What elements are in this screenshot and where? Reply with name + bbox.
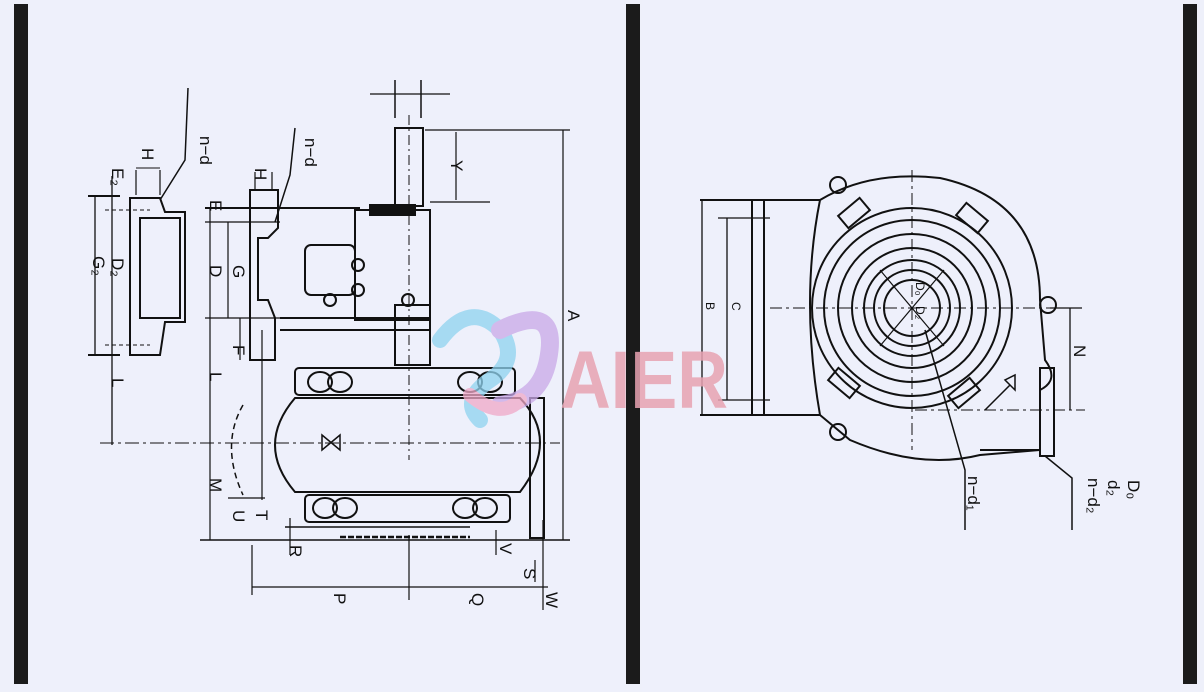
label-H-mid: H: [251, 168, 270, 180]
pump-drum: [274, 397, 541, 493]
label-D0-right: D₀: [1124, 480, 1143, 499]
label-P: P: [330, 593, 349, 604]
label-S: S: [520, 568, 539, 579]
label-T: T: [252, 510, 271, 520]
label-d2: d₂: [1104, 480, 1123, 496]
label-A: A: [564, 310, 583, 322]
label-N: N: [1070, 345, 1089, 357]
center-divider-bar: [626, 4, 640, 684]
label-n-d2: n−d₂: [1084, 478, 1103, 513]
motor-housing: [304, 244, 356, 296]
discharge-flange: [751, 199, 765, 416]
lower-roller-band: [304, 494, 511, 523]
suction-flange: [129, 197, 186, 356]
label-F: F: [229, 345, 248, 355]
label-L-inner: L: [206, 372, 225, 381]
label-M: M: [206, 478, 225, 492]
label-V: V: [496, 543, 515, 555]
label-E2: E₂: [108, 168, 127, 186]
label-U: U: [229, 510, 248, 522]
label-n-d1: n−d₁: [964, 476, 983, 511]
bearing-pedestal: [249, 189, 279, 361]
watermark-logo: [432, 309, 559, 428]
label-n-d-left: n−d: [196, 136, 215, 165]
left-border-bar: [14, 4, 28, 684]
label-D0-center: D₀: [913, 282, 927, 296]
volute-casing: [809, 175, 1053, 461]
label-G: G: [229, 265, 248, 278]
watermark-text: AIER: [560, 335, 728, 426]
label-L-outer: L: [108, 378, 127, 387]
right-border-bar: [1183, 4, 1197, 684]
label-C: C: [729, 302, 743, 311]
label-W: W: [542, 592, 561, 608]
label-E: E: [206, 200, 225, 211]
label-G2: G₂: [89, 256, 108, 276]
label-D: D: [206, 265, 225, 277]
label-H-left: H: [138, 148, 157, 160]
label-Y: Y: [447, 160, 466, 171]
label-R: R: [286, 545, 305, 557]
label-D2: D₂: [108, 258, 127, 277]
label-Q: Q: [468, 593, 487, 606]
label-B: B: [703, 302, 717, 310]
flange-window: [139, 217, 181, 319]
label-n-d-mid: n−d: [301, 138, 320, 167]
drive-shaft: [394, 127, 424, 207]
gear-housing: [354, 209, 431, 321]
upper-roller-band: [294, 367, 516, 396]
label-D2-center: D₂: [913, 306, 927, 320]
outlet-flange: [1039, 367, 1055, 457]
